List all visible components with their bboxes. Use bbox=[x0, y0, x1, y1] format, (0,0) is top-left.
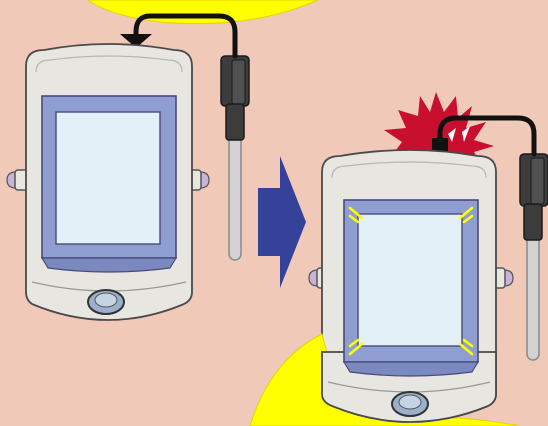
stylus-after bbox=[519, 153, 548, 361]
screen-lcd-after bbox=[357, 213, 463, 347]
arrow-right-icon bbox=[258, 156, 306, 288]
curved-arrow-icon bbox=[120, 34, 152, 48]
device-after bbox=[249, 92, 548, 426]
cord-arrow bbox=[133, 13, 238, 59]
cord-plugged bbox=[437, 115, 537, 157]
screen-sparkles bbox=[348, 206, 474, 356]
device-before bbox=[6, 13, 250, 321]
screen-lcd-before bbox=[55, 111, 161, 245]
